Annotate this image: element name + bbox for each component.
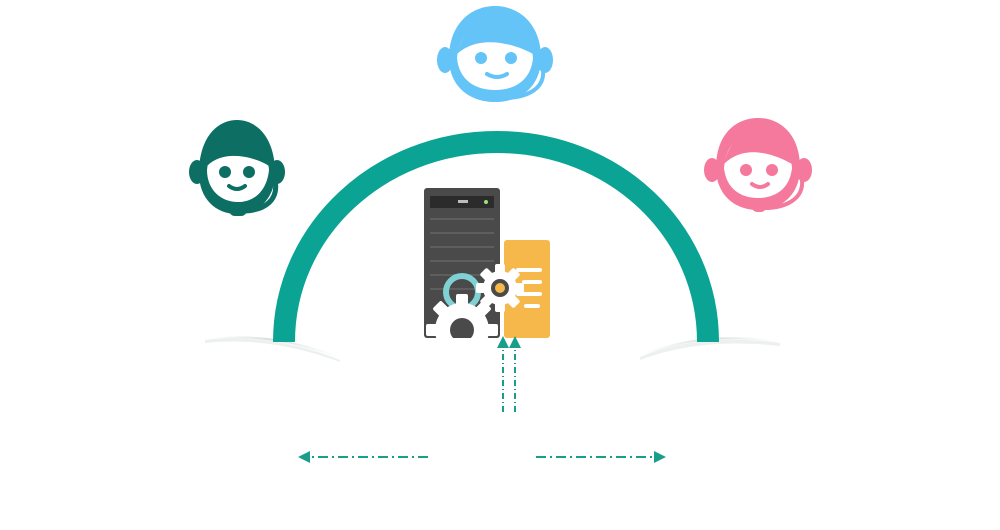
ground-shadow-left bbox=[204, 336, 341, 359]
network-arc bbox=[273, 130, 719, 343]
server-base-mask bbox=[410, 338, 560, 378]
settings-panel-icon bbox=[504, 240, 550, 338]
agent-top bbox=[437, 6, 553, 102]
gear-medium bbox=[476, 264, 524, 312]
connectors bbox=[298, 336, 666, 463]
agent-right bbox=[704, 118, 812, 212]
ground-shadow-right-base bbox=[640, 339, 780, 360]
agent-left bbox=[189, 120, 285, 216]
ground-shadow-left-base bbox=[205, 338, 340, 362]
settings-panel bbox=[504, 240, 550, 338]
